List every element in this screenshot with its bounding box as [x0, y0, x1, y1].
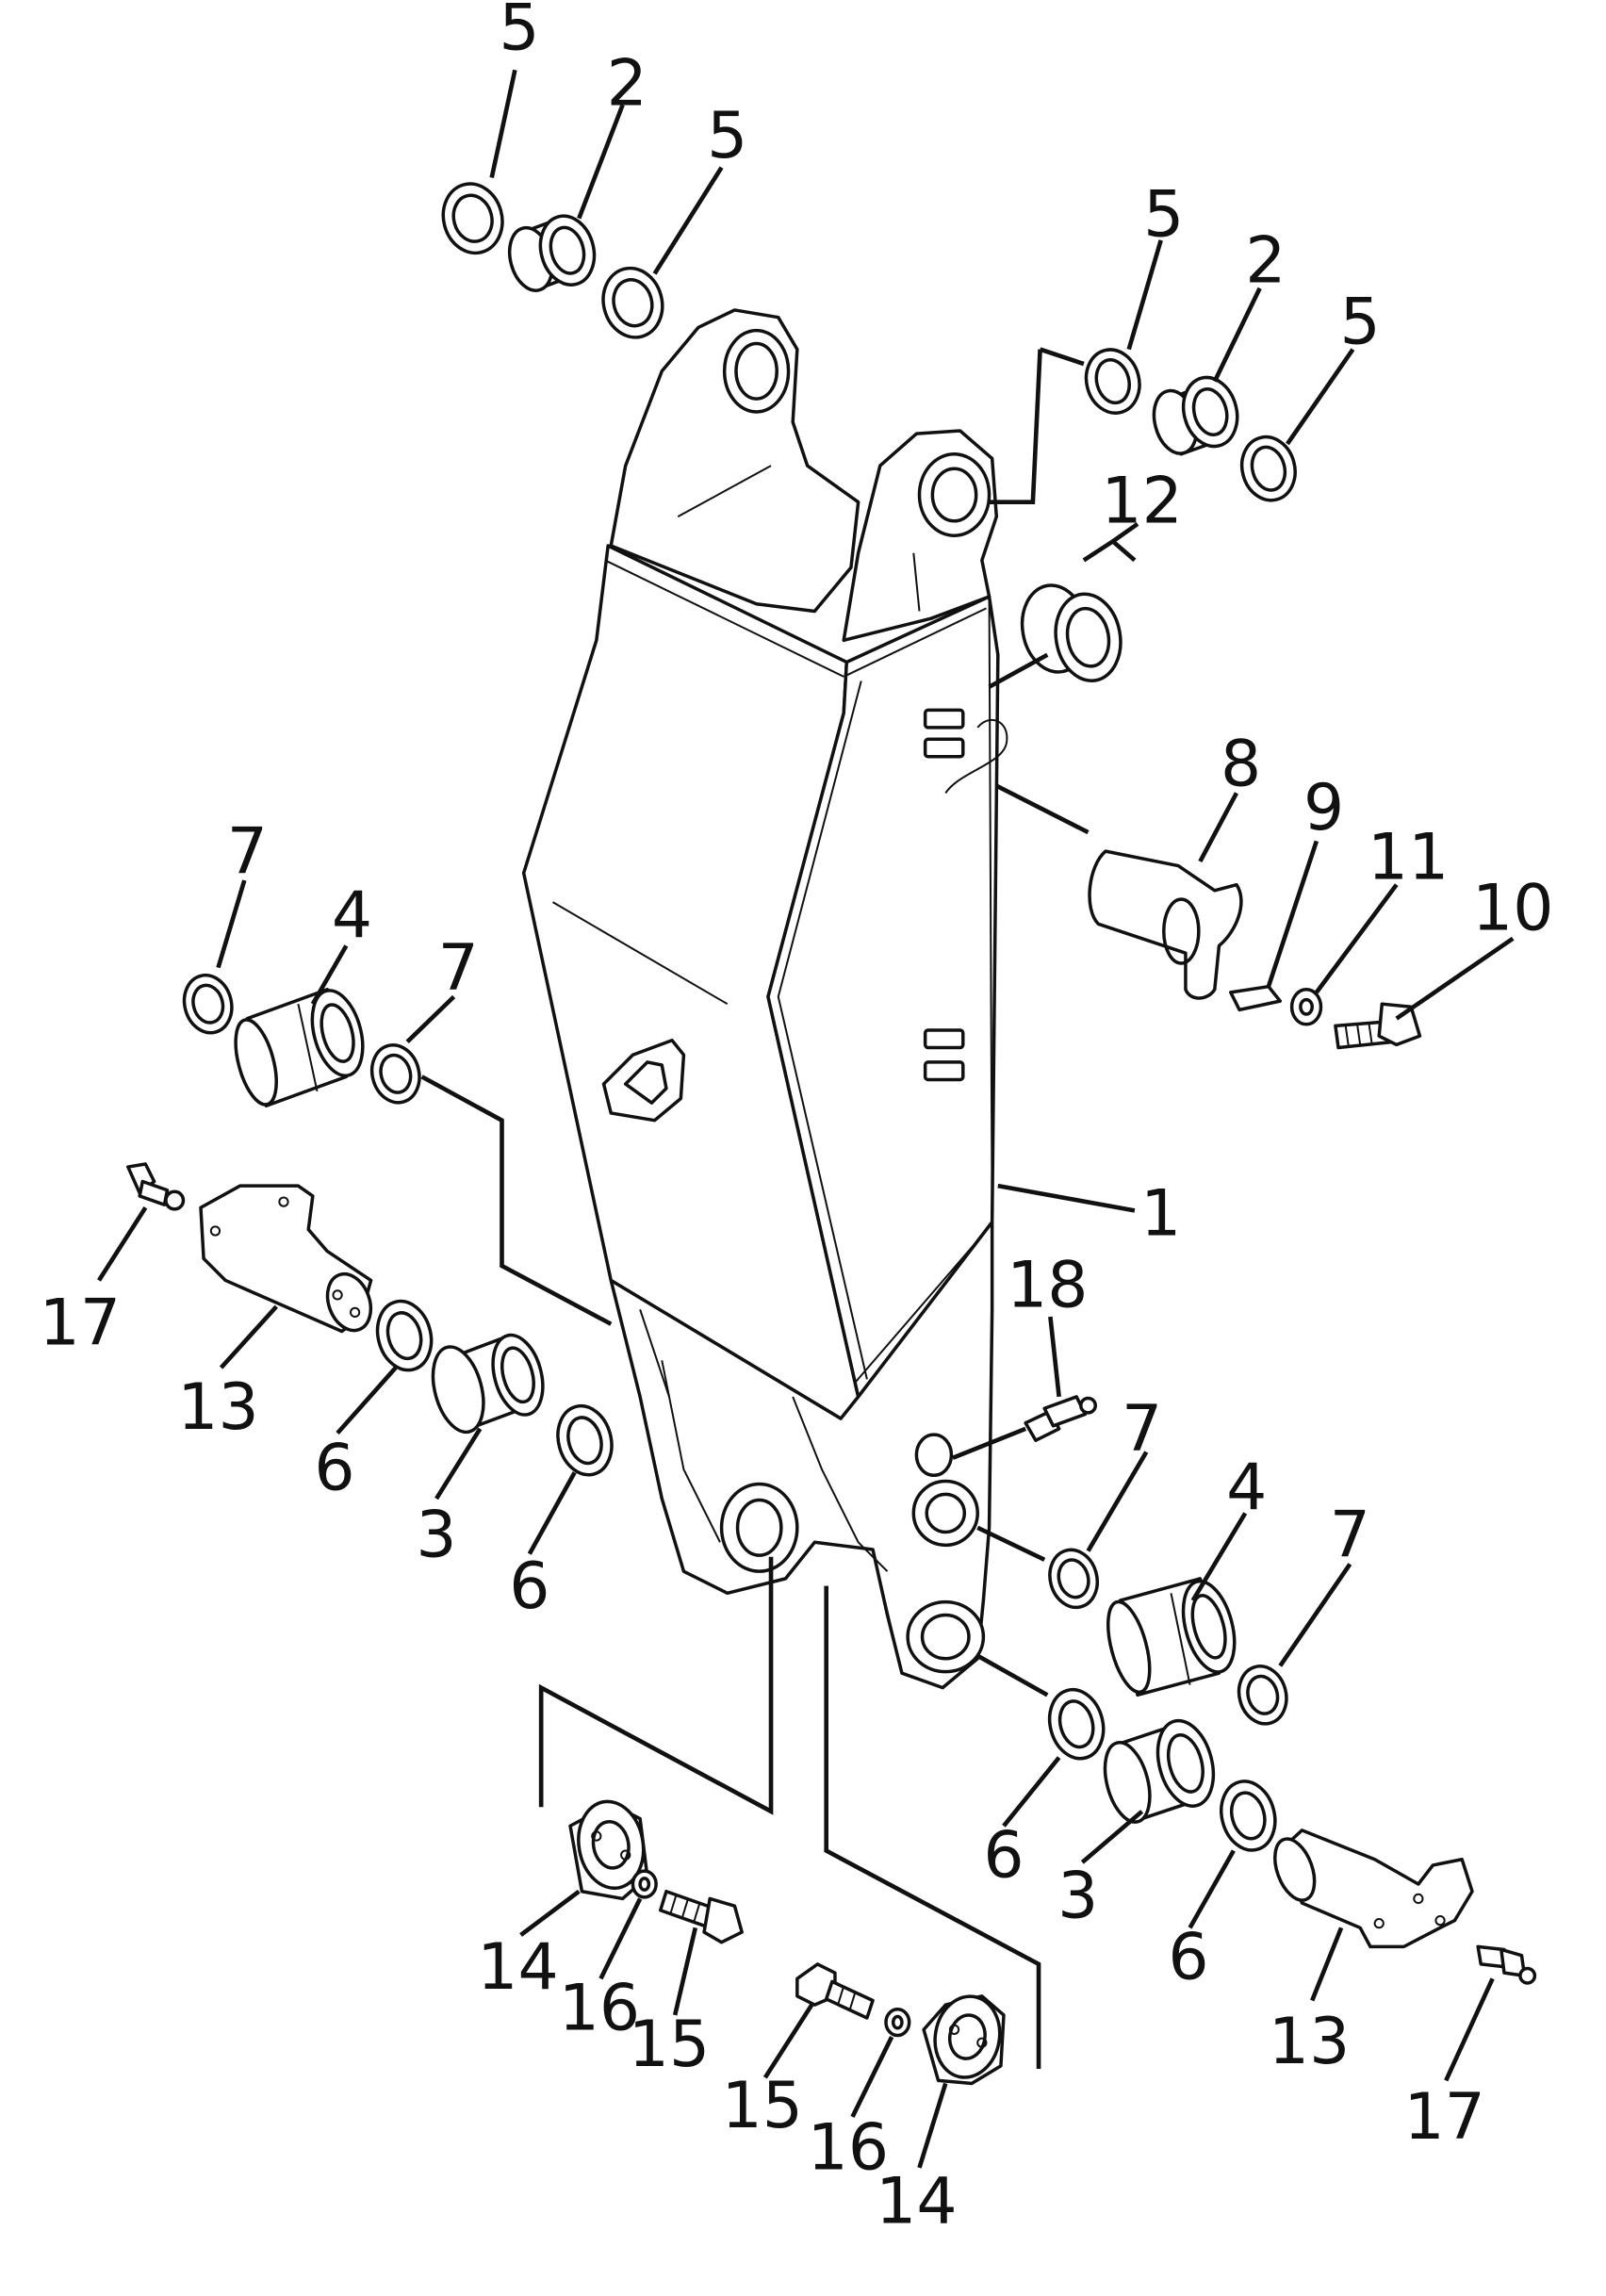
callout-7: 7	[1330, 1499, 1370, 1573]
bushing-4-right	[1100, 1576, 1243, 1697]
callout-labels: 5 2 5 5 2 5 12 8 9 11 10 1 7 4 7 17 13 6…	[40, 0, 1554, 2239]
callout-13: 13	[177, 1370, 258, 1445]
bushing-2-top-left	[503, 210, 602, 296]
seal-7-left-outer	[178, 970, 238, 1038]
callout-5: 5	[499, 0, 539, 66]
bolt-15-left	[661, 1892, 742, 1943]
pin-8	[1090, 851, 1241, 998]
grease-fitting-18	[1025, 1397, 1095, 1440]
callout-16: 16	[559, 1971, 640, 2045]
pin-13-left	[201, 1186, 378, 1337]
washer-16-left	[632, 1871, 656, 1897]
callout-7: 7	[438, 931, 479, 1006]
seal-5-top-right-inner	[1235, 431, 1302, 506]
seal-5-top-left-outer	[435, 177, 510, 260]
lock-plate-9	[1231, 987, 1280, 1010]
callout-6: 6	[983, 1818, 1024, 1893]
callout-18: 18	[1007, 1248, 1088, 1322]
callout-3: 3	[416, 1499, 456, 1573]
seal-7-right-outer	[1233, 1661, 1293, 1729]
seal-6-left-outer	[370, 1295, 439, 1376]
bushing-3-right	[1097, 1714, 1222, 1827]
callout-8: 8	[1221, 728, 1261, 802]
seal-5-top-left-inner	[596, 261, 670, 344]
callout-1: 1	[1140, 1177, 1181, 1252]
callout-5: 5	[1143, 177, 1184, 252]
callout-4: 4	[332, 878, 372, 953]
callout-11: 11	[1368, 820, 1449, 894]
callout-12: 12	[1101, 464, 1182, 538]
bushing-3-left	[424, 1330, 550, 1438]
callout-6: 6	[314, 1432, 354, 1506]
callout-2: 2	[607, 46, 647, 121]
seal-7-right-inner	[1043, 1545, 1104, 1613]
callout-leaders	[97, 69, 1515, 2169]
callout-17: 17	[1403, 2080, 1484, 2155]
bushing-4-left	[228, 985, 371, 1109]
callout-14: 14	[876, 2165, 957, 2239]
washer-16-right	[886, 2009, 910, 2036]
callout-13: 13	[1269, 2005, 1350, 2079]
callout-6: 6	[509, 1550, 549, 1624]
bushing-2-top-right	[1147, 371, 1244, 458]
pin-13-right	[1268, 1830, 1472, 1946]
callout-7: 7	[227, 814, 268, 889]
cap-14-right	[924, 1992, 1006, 2084]
bolt-10	[1336, 1004, 1420, 1047]
seal-7-left-inner	[366, 1040, 426, 1107]
callout-15: 15	[722, 2069, 803, 2143]
callout-5: 5	[1340, 285, 1381, 359]
callout-16: 16	[808, 2111, 889, 2186]
grease-fitting-17-right	[1478, 1946, 1534, 1983]
seal-5-top-right-outer	[1079, 344, 1146, 419]
callout-9: 9	[1303, 771, 1344, 845]
callout-5: 5	[707, 99, 747, 173]
callout-17: 17	[40, 1286, 121, 1360]
grease-fitting-17-left	[128, 1164, 184, 1209]
seal-6-right-outer	[1214, 1775, 1283, 1856]
arm-body	[524, 310, 1008, 1688]
cap-14-left	[570, 1796, 650, 1899]
callout-14: 14	[477, 1930, 558, 2005]
callout-3: 3	[1057, 1860, 1098, 1934]
shims-12	[1016, 580, 1127, 685]
washer-11	[1292, 990, 1321, 1025]
callout-6: 6	[1168, 1920, 1208, 1994]
callout-4: 4	[1226, 1451, 1267, 1525]
bolt-15-right	[797, 1964, 873, 2018]
callout-7: 7	[1122, 1392, 1162, 1467]
callout-2: 2	[1245, 224, 1286, 299]
seal-6-left-inner	[550, 1400, 619, 1481]
seal-6-right-inner	[1042, 1683, 1111, 1764]
callout-10: 10	[1472, 872, 1553, 946]
callout-15: 15	[629, 2008, 710, 2082]
